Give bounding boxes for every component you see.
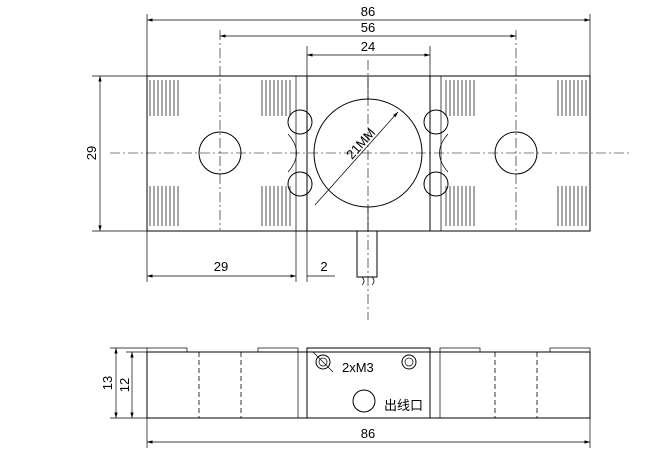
side-hole-tl [287, 109, 313, 135]
cable-exit-hole [352, 389, 376, 413]
hole-spacing-label: 56 [361, 20, 375, 35]
cable-stub [356, 230, 378, 278]
side-view: 2xM3 出线口 13 12 86 [100, 347, 591, 448]
cable-exit-note: 出线口 [384, 398, 423, 413]
side-center-block [306, 347, 431, 419]
side-length-label: 86 [361, 426, 375, 441]
side-height-outer-label: 13 [100, 376, 115, 390]
thread-note: 2xM3 [342, 360, 374, 375]
overall-length-label: 86 [361, 4, 375, 19]
side-height-inner-label: 12 [117, 378, 132, 392]
height-label: 29 [84, 146, 99, 160]
side-hole-br [423, 171, 449, 197]
center-width-label: 24 [361, 39, 375, 54]
bore-dim-label: 21MM [343, 125, 378, 162]
offset-label: 29 [214, 259, 228, 274]
thread-hole-left [315, 354, 331, 370]
gap-label: 2 [320, 259, 327, 274]
side-hole-tr [423, 109, 449, 135]
top-view: 21MM 86 56 24 29 29 2 [84, 4, 630, 320]
rib-hatching [149, 80, 587, 226]
side-hole-bl [287, 171, 313, 197]
thread-hole-right [401, 354, 417, 370]
